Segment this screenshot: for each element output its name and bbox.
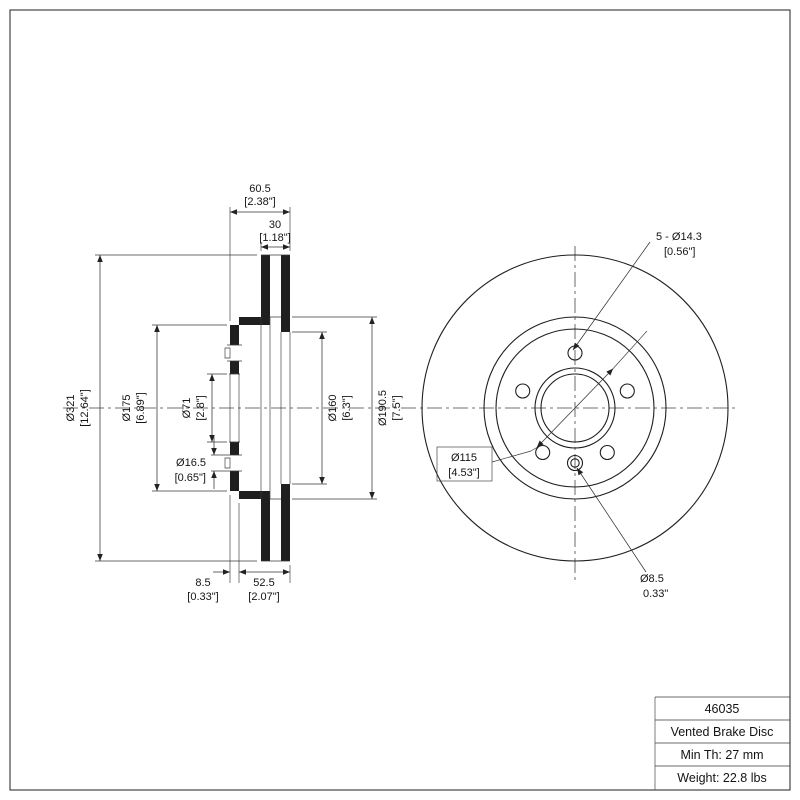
- section-view: 60.5 [2.38"] 30 [1.18"] Ø321 [12.64"] Ø1…: [65, 183, 403, 603]
- bolt-hole-3: [515, 383, 531, 399]
- dim-ring-width-mm: 30: [269, 219, 281, 231]
- dim-inner-face-dia-mm: Ø160: [327, 395, 339, 422]
- dim-inner-face-dia-in: [6.3"]: [341, 395, 353, 420]
- section-cut-material: [230, 255, 290, 561]
- friction-inner-circle: [495, 328, 655, 488]
- stud-hole-counterbores: [224, 347, 231, 469]
- label-bolt-holes-mm: 5 - Ø14.3: [656, 231, 702, 243]
- label-bolt-holes-in: [0.56"]: [664, 246, 695, 258]
- disc-outer-circle: [421, 254, 729, 562]
- section-edges: [227, 254, 291, 562]
- label-set-screw-mm: Ø8.5: [640, 573, 664, 585]
- dim-ring-width-in: [1.18"]: [259, 232, 290, 244]
- set-screw-hole-outer: [566, 454, 584, 472]
- dim-hat-depth-in: [2.07"]: [248, 591, 279, 603]
- bolt-hole-2: [619, 383, 635, 399]
- bolt-circle-label-box: [436, 446, 493, 482]
- front-view: 5 - Ø14.3 [0.56"] Ø115 [4.53"] Ø8.5 0.33…: [421, 231, 729, 600]
- dim-outer-dia-in: [12.64"]: [79, 389, 91, 427]
- dim-line-bolt-circle: [536, 368, 614, 448]
- title-product-name: Vented Brake Disc: [671, 725, 774, 739]
- dim-total-width-mm: 60.5: [249, 183, 270, 195]
- bolt-circle-leader: [491, 450, 532, 463]
- title-block: 46035 Vented Brake Disc Min Th: 27 mm We…: [654, 696, 790, 790]
- title-block-grid: [654, 696, 790, 790]
- dim-hat-dia-mm: Ø175: [121, 395, 133, 422]
- bolt-hole-4: [535, 444, 551, 461]
- dim-bore-dia-in: [2.8"]: [195, 395, 207, 420]
- bolt-hole-5: [599, 444, 615, 461]
- dim-flange-thickness-mm: 8.5: [195, 577, 210, 589]
- bolt-circle-dim-ext2: [530, 447, 537, 452]
- dim-flange-thickness-in: [0.33"]: [187, 591, 218, 603]
- dim-hat-depth-mm: 52.5: [253, 577, 274, 589]
- dim-stud-hole-in: [0.65"]: [175, 472, 206, 484]
- label-bolt-circle-in: [4.53"]: [448, 467, 479, 479]
- dim-total-width-in: [2.38"]: [244, 196, 275, 208]
- title-weight: Weight: 22.8 lbs: [677, 771, 766, 785]
- dim-vent-inner-dia-in: [7.5"]: [391, 395, 403, 420]
- label-set-screw-in: 0.33": [643, 588, 668, 600]
- title-part-number: 46035: [705, 702, 740, 716]
- dim-outer-dia-mm: Ø321: [65, 395, 77, 422]
- label-bolt-circle-mm: Ø115: [451, 452, 477, 464]
- leader-set-screw: [576, 467, 647, 573]
- title-min-thickness: Min Th: 27 mm: [680, 748, 763, 762]
- hub-chamfer-circle: [534, 367, 616, 449]
- dim-stud-hole-mm: Ø16.5: [176, 457, 206, 469]
- bolt-circle-dim-ext1: [612, 330, 648, 369]
- dim-hat-dia-in: [6.89"]: [135, 392, 147, 423]
- vent-inner-circle: [483, 316, 667, 500]
- set-screw-hole-inner: [570, 458, 580, 468]
- leader-bolt-holes: [572, 241, 651, 351]
- dim-vent-inner-dia-mm: Ø190.5: [377, 390, 389, 426]
- drawing-frame: [9, 9, 791, 791]
- dim-bore-dia-mm: Ø71: [181, 398, 193, 419]
